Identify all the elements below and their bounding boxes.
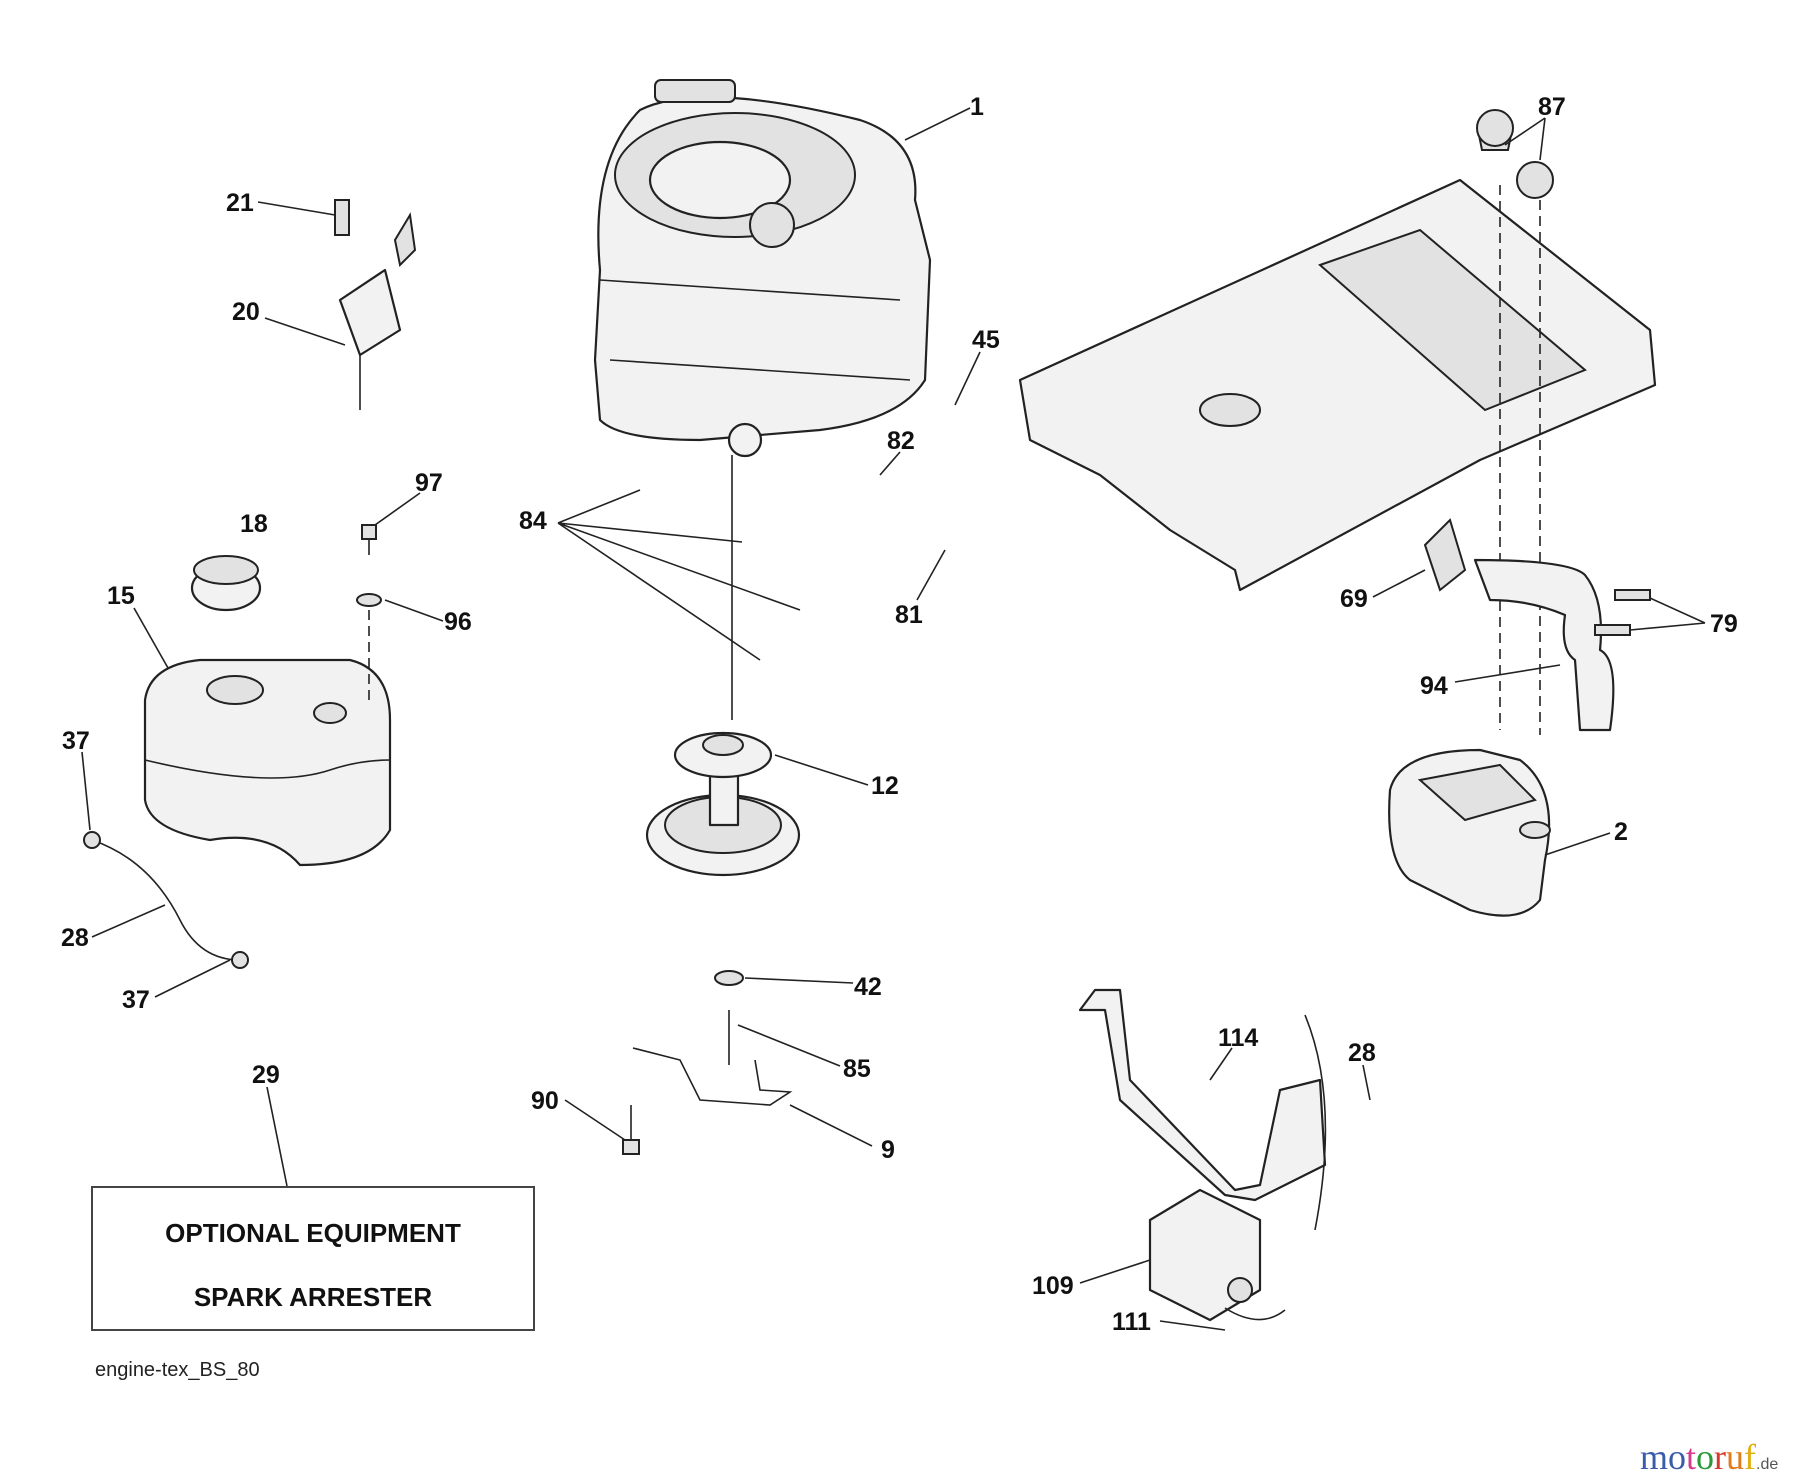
pulley [645,731,801,877]
callout-79: 79 [1710,610,1738,638]
callout-1: 1 [970,93,984,121]
callout-69: 69 [1340,585,1368,613]
callout-2: 2 [1614,818,1628,846]
bracket [632,1047,793,1106]
bracket-114 [1078,988,1327,1202]
callout-37-top: 37 [62,727,90,755]
leader-lines [81,107,1706,1331]
fuel-cap [190,555,262,612]
callout-37-bottom: 37 [122,986,150,1014]
fuel-tank [143,658,392,867]
callout-28-left: 28 [61,924,89,952]
chassis-plate [1018,178,1657,592]
engine [593,79,932,458]
callout-109: 109 [1032,1272,1074,1300]
callout-97: 97 [415,469,443,497]
callout-28-right: 28 [1348,1039,1376,1067]
optional-equipment-box: OPTIONAL EQUIPMENT SPARK ARRESTER [91,1186,535,1331]
callout-18: 18 [240,510,268,538]
callout-12: 12 [871,772,899,800]
callout-42: 42 [854,973,882,1001]
muffler [1388,748,1551,917]
callout-111: 111 [1112,1308,1151,1336]
watermark-logo: motoruf.de [1640,1437,1779,1477]
callout-84: 84 [519,507,547,535]
optional-equipment-label: OPTIONAL EQUIPMENT [165,1218,461,1248]
fuel-line [91,839,241,961]
callout-85: 85 [843,1055,871,1083]
callout-20: 20 [232,298,260,326]
callout-45: 45 [972,326,1000,354]
callout-96: 96 [444,608,472,636]
callout-90: 90 [531,1087,559,1115]
diagram-caption: engine-tex_BS_80 [95,1359,260,1381]
callout-81: 81 [895,601,923,629]
callout-29: 29 [252,1061,280,1089]
callout-114: 114 [1218,1024,1258,1052]
callout-15: 15 [107,582,135,610]
spark-arrester-label: SPARK ARRESTER [193,1282,433,1312]
callout-82: 82 [887,427,915,455]
callout-94: 94 [1420,672,1448,700]
callout-21: 21 [226,189,254,217]
callout-9: 9 [881,1136,895,1164]
callout-87: 87 [1538,93,1566,121]
throttle-control [334,199,417,410]
